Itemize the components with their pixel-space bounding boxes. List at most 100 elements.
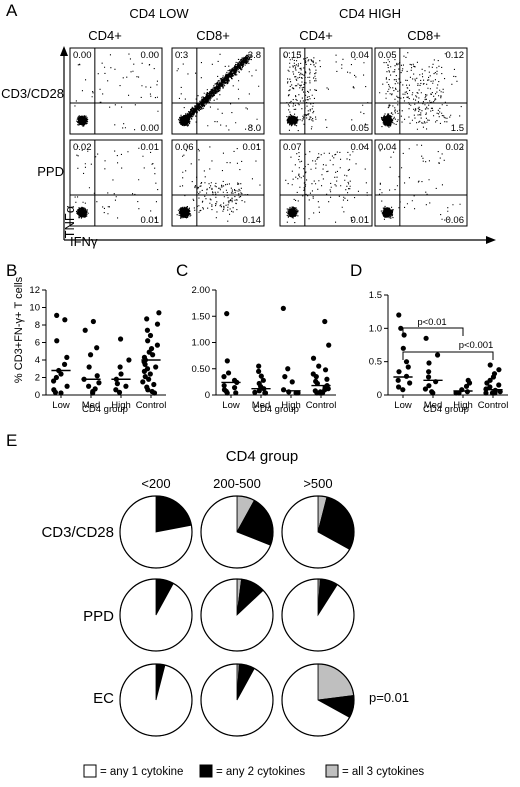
data-point [258, 373, 264, 379]
data-point [123, 383, 129, 389]
x-tick-label: High [281, 400, 301, 411]
flow-events [74, 52, 159, 131]
pie-outline [281, 578, 355, 652]
pie-chart [119, 578, 193, 652]
quadrant-value-ul: 0.02 [73, 142, 92, 153]
y-tick-label: 8 [35, 320, 40, 331]
data-point [426, 369, 432, 375]
data-point [430, 390, 436, 396]
quadrant-value-ur: 0.00 [141, 50, 160, 61]
quadrant-value-ur: 0.12 [446, 50, 465, 61]
flow-plot-frame [171, 47, 265, 135]
pie-chart [119, 663, 193, 737]
x-tick-label: Med [82, 400, 100, 411]
flow-plot-frame [279, 47, 373, 135]
flow-plot-frame [279, 139, 373, 227]
data-point [395, 384, 402, 390]
x-tick-label: Med [252, 400, 270, 411]
data-point [151, 390, 158, 396]
data-point [426, 383, 432, 389]
significance-bracket [402, 351, 494, 360]
data-point [400, 345, 406, 351]
data-point [396, 369, 402, 375]
data-point [422, 386, 429, 392]
data-point [117, 336, 124, 342]
data-point [322, 318, 328, 325]
y-tick-label: 0.50 [192, 364, 211, 375]
significance-bracket [402, 327, 464, 336]
y-tick-label: 4 [35, 355, 40, 366]
data-point [405, 364, 411, 370]
panel-e-letter: E [6, 431, 17, 450]
x-tick-label: Low [394, 400, 412, 411]
data-point [225, 370, 232, 376]
data-point [256, 368, 262, 374]
data-point [322, 367, 329, 373]
data-point [224, 358, 230, 364]
data-point [82, 327, 88, 333]
data-point [224, 390, 230, 396]
data-point [144, 316, 150, 322]
quadrant-value-ul: 0.15 [283, 50, 302, 61]
data-point [400, 387, 406, 393]
data-point [496, 382, 502, 388]
data-point [153, 364, 159, 370]
data-point [487, 362, 493, 368]
pie-outline [119, 663, 193, 737]
quadrant-value-lr: 8.0 [248, 123, 261, 134]
data-point [310, 355, 317, 361]
data-point [396, 312, 402, 318]
pie-chart [200, 578, 274, 652]
data-point [453, 390, 459, 396]
data-point [407, 380, 413, 386]
data-point [94, 373, 100, 379]
data-point [466, 380, 473, 386]
x-tick-label: Med [424, 400, 442, 411]
quadrant-value-ul: 0.04 [378, 142, 397, 153]
data-point [54, 312, 60, 318]
quadrant-value-ur: 3.8 [248, 50, 261, 61]
data-point [126, 357, 132, 363]
data-point [96, 380, 102, 386]
quadrant-value-ul: 0.07 [283, 142, 302, 153]
data-point [490, 374, 497, 380]
data-point [492, 390, 498, 396]
data-point [146, 376, 152, 382]
panel-a-letter: A [6, 1, 18, 20]
data-point [151, 381, 157, 388]
data-point [262, 390, 269, 396]
flow-events [285, 145, 368, 224]
quadrant-value-lr: 0.00 [141, 123, 160, 134]
data-point [316, 363, 322, 369]
data-point [117, 364, 123, 370]
data-point [252, 389, 258, 395]
column-header-high-cd8: CD8+ [407, 28, 441, 43]
legend-label-2: = any 2 cytokines [216, 766, 305, 778]
data-point [324, 376, 330, 382]
pie-title: CD4 group [226, 448, 299, 465]
quadrant-value-lr: 1.5 [451, 123, 464, 134]
pie-chart [200, 663, 274, 737]
panel-b-x-label: CD4 group [82, 404, 128, 415]
y-tick-label: 2.00 [192, 285, 211, 296]
flow-events [176, 52, 261, 131]
data-point [423, 335, 429, 341]
panel-b-letter: B [6, 261, 17, 280]
data-point [90, 390, 96, 396]
y-tick-label: 1.50 [192, 311, 211, 322]
quadrant-value-ul: 0.05 [378, 50, 397, 61]
group-header-high: CD4 HIGH [339, 6, 401, 21]
data-point [463, 383, 470, 389]
data-point [326, 342, 332, 348]
y-arrowhead-icon [60, 46, 68, 56]
panel-d-letter: D [350, 261, 362, 280]
legend-label-1: = any 1 cytokine [100, 766, 183, 778]
pie-column-lt200: <200 [141, 476, 170, 491]
pie-outline [281, 663, 355, 737]
column-header-low-cd8: CD8+ [196, 28, 230, 43]
